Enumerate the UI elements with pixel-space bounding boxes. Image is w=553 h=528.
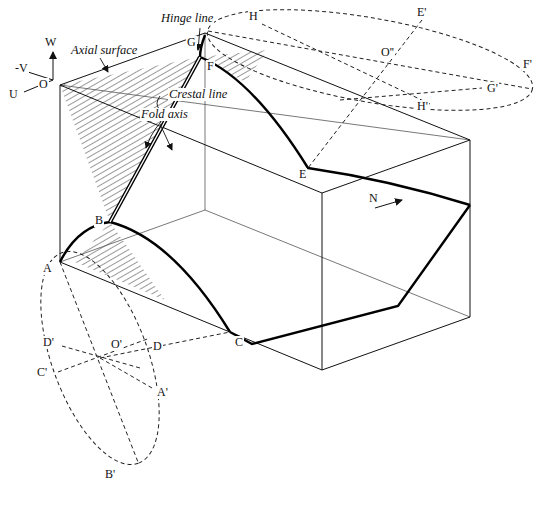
point-letter: E — [298, 168, 307, 181]
callout-text: Crestal line — [168, 88, 228, 101]
point-letter: C' — [36, 366, 48, 379]
point-letter: F' — [522, 58, 533, 71]
callout-text: Fold axis — [140, 108, 189, 121]
point-letter: C — [234, 336, 244, 349]
point-letter: D' — [42, 336, 55, 349]
point-letter: A' — [156, 386, 169, 399]
point-letter: A — [42, 262, 53, 275]
point-letter: W — [44, 36, 57, 49]
point-letter: -V — [14, 62, 29, 75]
point-letter: H' — [416, 100, 429, 113]
point-letter: U — [8, 88, 19, 101]
point-letter: F — [206, 60, 215, 73]
point-letter: H — [248, 10, 259, 23]
point-letter: O — [38, 78, 49, 91]
point-letter: G' — [486, 82, 499, 95]
point-letter: N — [368, 192, 379, 205]
point-letter: B — [94, 214, 104, 227]
point-letter: O' — [110, 338, 123, 351]
point-letter: B' — [104, 468, 116, 481]
point-letter: D — [152, 340, 163, 353]
point-letter: G — [186, 36, 197, 49]
callout-text: Axial surface — [70, 44, 138, 57]
point-letter: O'' — [380, 46, 395, 59]
callout-text: Hinge line — [160, 12, 214, 25]
point-letter: E' — [416, 6, 428, 19]
